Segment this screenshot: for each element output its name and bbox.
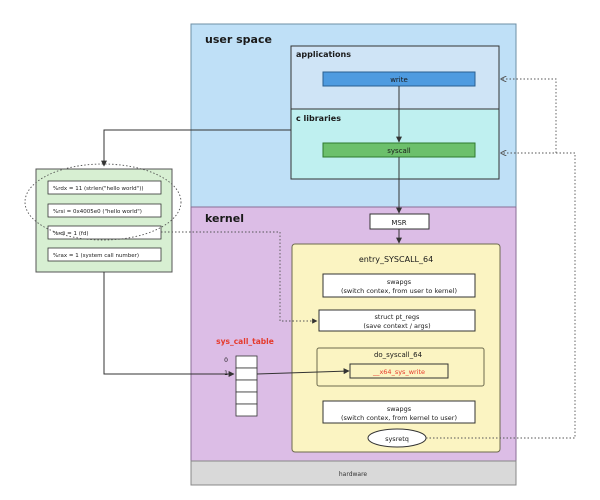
swapgs-out-box[interactable]: swapgs (switch contex, from kernel to us…: [322, 400, 476, 424]
syscall-label: syscall: [387, 147, 411, 155]
register-rdx[interactable]: %rdx = 11 (strlen("hello world")): [47, 180, 162, 195]
entry-syscall-title: entry_SYSCALL_64: [359, 255, 433, 264]
sys-call-table-slot-1: [235, 367, 258, 381]
syscall-call[interactable]: syscall: [322, 142, 476, 158]
swapgs-in-line2: (switch contex, from user to kernel): [341, 287, 457, 295]
write-label: write: [390, 76, 408, 84]
register-rdi[interactable]: %rdi = 1 (fd): [47, 225, 162, 240]
applications-box: applications write: [290, 45, 500, 110]
sys-call-table-index-0: 0: [224, 357, 228, 364]
arrow-rax-to-table: [103, 272, 235, 377]
sys-call-table: sys_call_table 0 1: [216, 337, 274, 417]
pt-regs-line2: (save context / args): [363, 322, 430, 330]
register-panel: %rdx = 11 (strlen("hello world")) %rsi =…: [24, 163, 182, 273]
c-libraries-box: c libraries syscall: [290, 108, 500, 180]
kernel-title: kernel: [205, 212, 244, 225]
register-rdi-text: %rdi = 1 (fd): [53, 231, 88, 237]
register-rax[interactable]: %rax = 1 (system call number): [47, 247, 162, 262]
dotted-sysretq-return: [426, 153, 576, 439]
sys-call-table-slot-4: [235, 403, 258, 417]
sysretq-node[interactable]: sysretq: [367, 428, 427, 448]
sys-call-table-slot-0: [235, 355, 258, 369]
arrow-table-to-sys-write: [256, 368, 350, 375]
do-syscall-box: do_syscall_64 __x64_sys_write: [316, 347, 485, 387]
register-rsi-text: %rsi = 0x4005e0 ("hello world"): [53, 209, 142, 215]
sysretq-label: sysretq: [385, 435, 409, 443]
register-rax-text: %rax = 1 (system call number): [53, 253, 139, 259]
hardware-bar: hardware: [190, 460, 517, 486]
entry-syscall-box: entry_SYSCALL_64 swapgs (switch contex, …: [291, 243, 501, 453]
sys-call-table-title: sys_call_table: [216, 337, 274, 346]
swapgs-out-line2: (switch contex, from kernel to user): [341, 414, 457, 422]
register-rsi[interactable]: %rsi = 0x4005e0 ("hello world"): [47, 203, 162, 218]
swapgs-in-box[interactable]: swapgs (switch contex, from user to kern…: [322, 273, 476, 298]
hardware-label: hardware: [339, 471, 368, 478]
sys-call-table-slot-2: [235, 379, 258, 393]
c-libraries-title: c libraries: [296, 114, 341, 123]
dotted-return-to-write: [501, 79, 557, 153]
applications-title: applications: [296, 50, 351, 59]
write-call[interactable]: write: [322, 71, 476, 87]
pt-regs-box[interactable]: struct pt_regs (save context / args): [318, 309, 476, 332]
msr-box[interactable]: MSR: [369, 213, 430, 230]
x64-sys-write-label: __x64_sys_write: [372, 368, 425, 376]
sys-call-table-slot-3: [235, 391, 258, 405]
x64-sys-write-box[interactable]: __x64_sys_write: [349, 363, 449, 379]
arrow-clibs-to-registers: [101, 129, 291, 167]
swapgs-out-line1: swapgs: [387, 405, 412, 413]
swapgs-in-line1: swapgs: [387, 278, 412, 286]
pt-regs-line1: struct pt_regs: [375, 313, 420, 321]
dotted-registers-to-pt-regs: [161, 231, 318, 324]
do-syscall-title: do_syscall_64: [374, 351, 423, 359]
user-space-title: user space: [205, 33, 272, 46]
register-rdx-text: %rdx = 11 (strlen("hello world")): [53, 186, 144, 192]
msr-label: MSR: [391, 219, 406, 227]
